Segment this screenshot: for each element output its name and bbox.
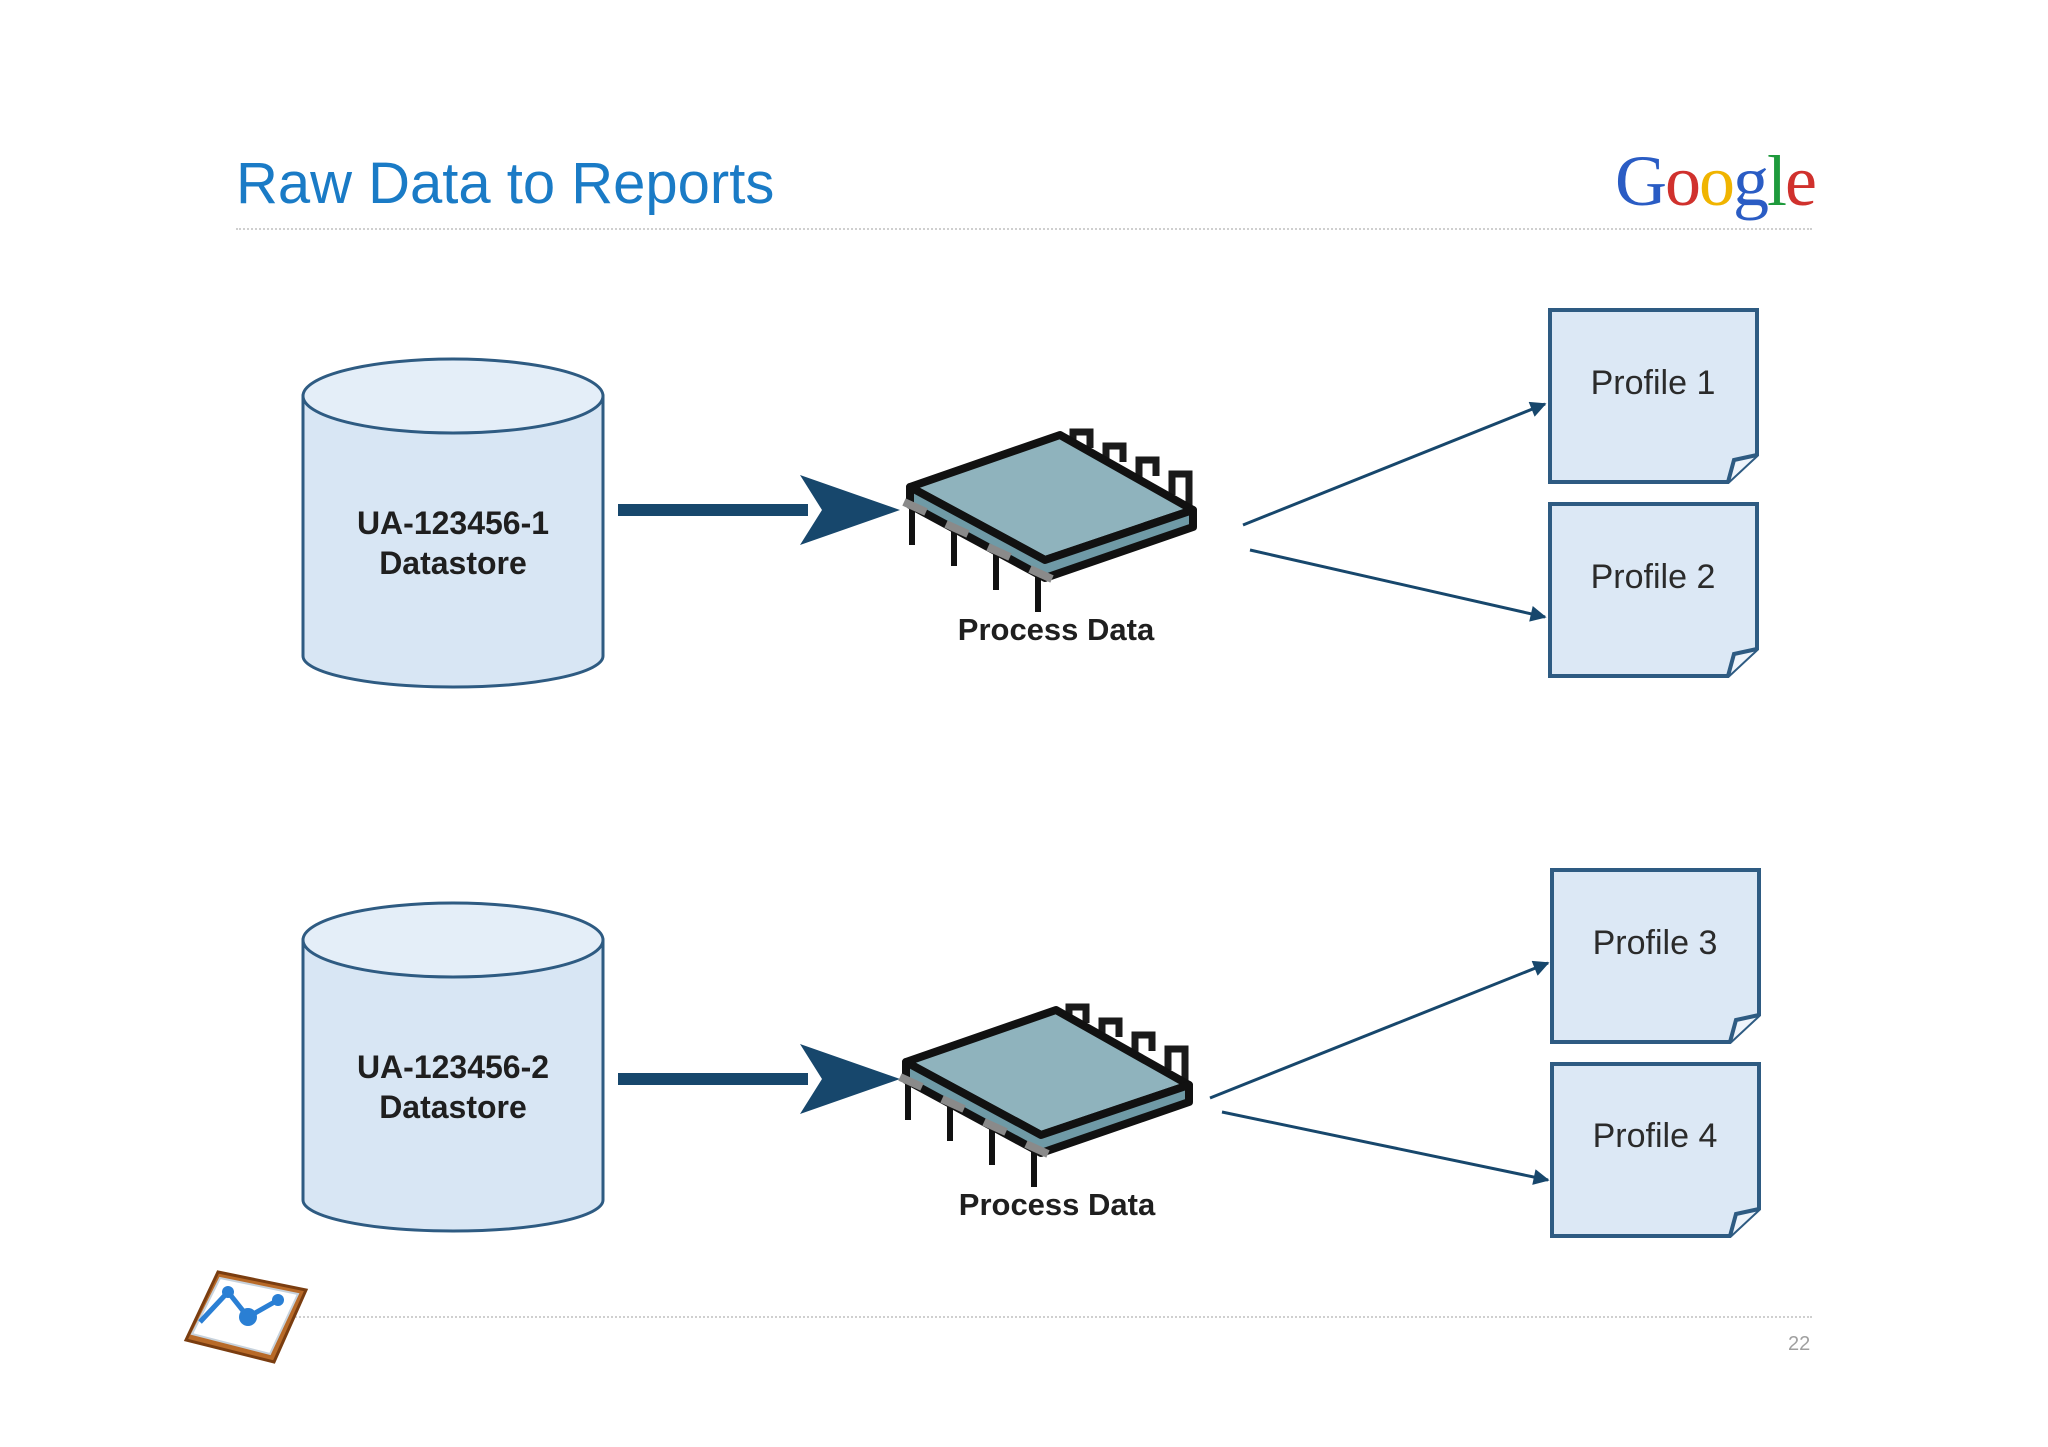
datastore-cylinder: UA-123456-1 Datastore [301,357,605,689]
google-logo: Google [1615,140,1817,223]
flow-arrow [618,1044,900,1114]
logo-letter: o [1665,141,1701,221]
footer-divider [236,1316,1812,1318]
profile-label: Profile 1 [1591,364,1716,402]
profile-label: Profile 2 [1591,558,1716,596]
google-analytics-icon [183,1270,309,1364]
datastore-id-label: UA-123456-1 [357,505,549,541]
logo-letter: e [1785,141,1817,221]
datastore-name-label: Datastore [379,1089,527,1125]
profile-document: Profile 4 [1550,1062,1761,1238]
row-1: UA-123456-1 Datastore [301,308,1759,689]
profile-arrow [1221,1110,1550,1185]
datastore-cylinder: UA-123456-2 Datastore [301,901,605,1233]
profile-label: Profile 3 [1593,924,1718,962]
profile-label: Profile 4 [1593,1117,1718,1155]
logo-letter: o [1699,141,1735,221]
logo-letter: l [1767,141,1787,221]
processor-chip-icon: Process Data [898,1003,1193,1222]
datastore-id-label: UA-123456-2 [357,1049,549,1085]
slide-title: Raw Data to Reports [236,151,775,216]
row-2: UA-123456-2 Datastore [301,868,1761,1238]
logo-letter: G [1615,141,1667,221]
profile-arrow [1242,401,1547,527]
profile-document: Profile 2 [1548,502,1759,678]
process-data-label: Process Data [958,612,1155,647]
profile-document: Profile 3 [1550,868,1761,1044]
datastore-name-label: Datastore [379,545,527,581]
page-number: 22 [1788,1333,1811,1355]
processor-chip-icon: Process Data [902,428,1197,647]
profile-document: Profile 1 [1548,308,1759,484]
flow-arrow [618,475,900,545]
profile-arrow [1249,548,1547,622]
logo-letter: g [1733,141,1769,221]
title-divider [236,228,1812,230]
profile-arrow [1209,960,1550,1100]
process-data-label: Process Data [959,1187,1156,1222]
